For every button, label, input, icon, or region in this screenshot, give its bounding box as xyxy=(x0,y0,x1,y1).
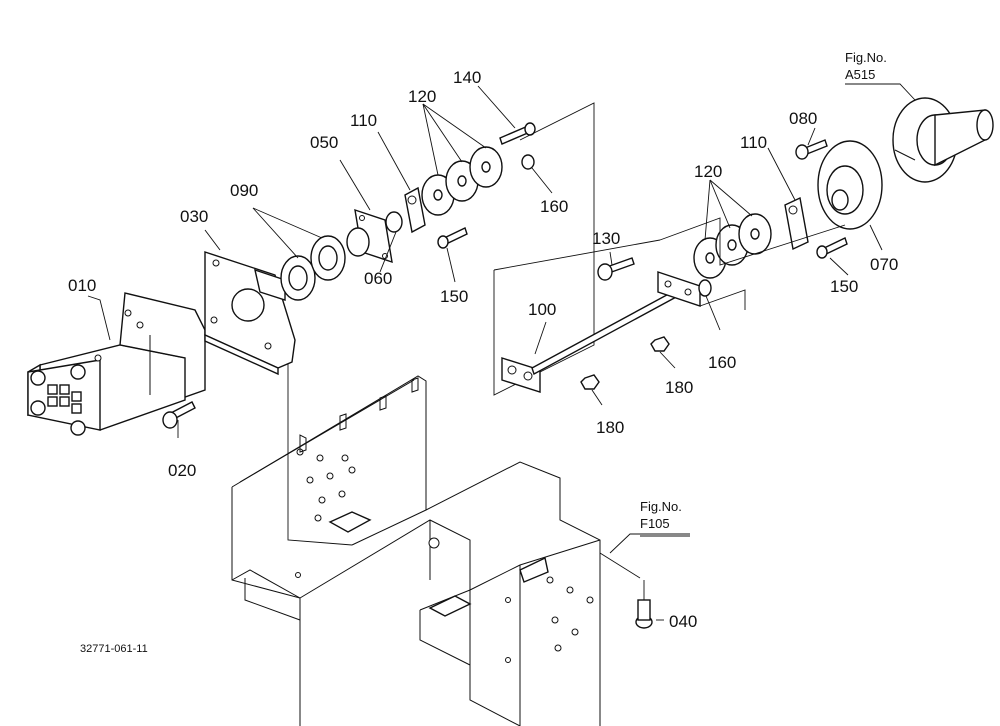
nut-160-left xyxy=(521,154,535,170)
flex-discs-120-left xyxy=(421,146,503,216)
frame-holes xyxy=(295,448,594,663)
label-180-left: 180 xyxy=(596,418,624,437)
label-130: 130 xyxy=(592,229,620,248)
frame-assembly xyxy=(231,360,690,726)
part-number-labels: 010 020 030 040 050 060 070 080 090 100 … xyxy=(68,68,898,631)
label-100: 100 xyxy=(528,300,556,319)
leader-lines xyxy=(87,83,916,621)
coupling-jaw-110-right xyxy=(784,196,809,251)
label-110-left: 110 xyxy=(350,111,377,130)
bolt-140 xyxy=(499,122,536,145)
label-090: 090 xyxy=(230,181,258,200)
label-160-right: 160 xyxy=(708,353,736,372)
ref-f105-line1: Fig.No. xyxy=(640,499,682,514)
drawing-number: 32771-061-11 xyxy=(80,643,148,655)
label-070: 070 xyxy=(870,255,898,274)
flex-discs-120-right xyxy=(693,213,772,279)
figure-reference-f105: Fig.No. F105 xyxy=(640,499,682,531)
label-150-right: 150 xyxy=(830,277,858,296)
label-040: 040 xyxy=(669,612,697,631)
bolt-150-right xyxy=(816,237,848,259)
label-160-left: 160 xyxy=(540,197,568,216)
label-110-right: 110 xyxy=(740,133,767,152)
label-140: 140 xyxy=(453,68,481,87)
ref-a515-line2: A515 xyxy=(845,67,875,82)
label-030: 030 xyxy=(180,207,208,226)
bearing-housing-050 xyxy=(346,208,393,264)
mounting-plate-030 xyxy=(204,251,296,376)
flange-070 xyxy=(817,140,883,230)
label-050: 050 xyxy=(310,133,338,152)
label-010: 010 xyxy=(68,276,96,295)
figure-reference-a515: Fig.No. A515 xyxy=(845,50,887,82)
bolt-040 xyxy=(635,580,653,629)
nut-180-b xyxy=(650,336,670,352)
nut-160-right xyxy=(698,279,712,297)
coupling-jaw-110-left xyxy=(404,186,426,234)
engine-drive-hub xyxy=(892,97,994,183)
bushing-060 xyxy=(385,211,403,233)
bolt-130 xyxy=(597,257,635,281)
ref-a515-line1: Fig.No. xyxy=(845,50,887,65)
label-120-left: 120 xyxy=(408,87,436,106)
nut-180-a xyxy=(580,374,600,390)
label-120-right: 120 xyxy=(694,162,722,181)
bearings-090 xyxy=(280,235,346,301)
label-080: 080 xyxy=(789,109,817,128)
label-150-left: 150 xyxy=(440,287,468,306)
label-180-right: 180 xyxy=(665,378,693,397)
label-060: 060 xyxy=(364,269,392,288)
bolt-020 xyxy=(162,401,196,429)
bolt-150-left xyxy=(437,227,468,249)
ref-f105-line2: F105 xyxy=(640,516,670,531)
drive-shaft-100 xyxy=(501,271,701,393)
hydraulic-pump-010 xyxy=(27,292,206,436)
bolt-080 xyxy=(795,139,828,160)
label-020: 020 xyxy=(168,461,196,480)
